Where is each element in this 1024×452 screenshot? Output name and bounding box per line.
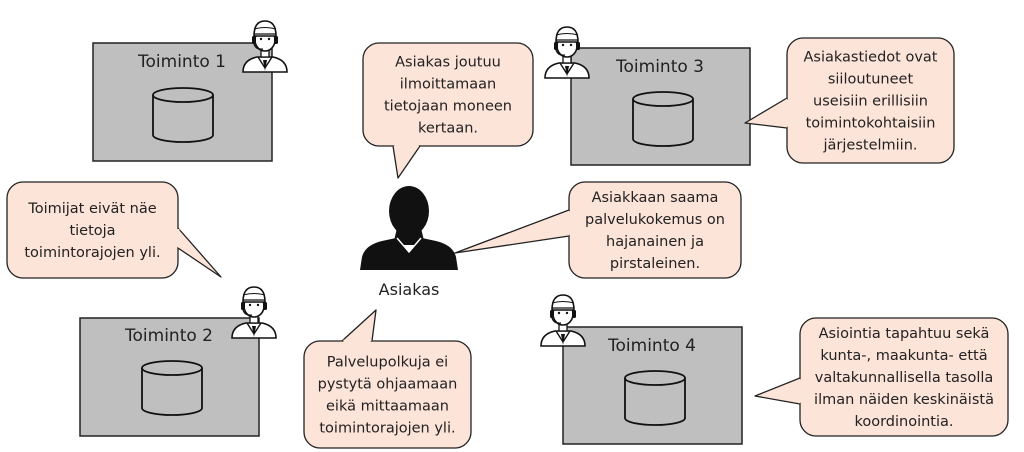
callout-coordination: Asiointia tapahtuu sekä kunta-, maakunta-… xyxy=(754,317,1009,437)
function-box-4: Toiminto 4 xyxy=(562,326,743,445)
callout-text-line: koordinointia. xyxy=(854,414,953,430)
callout-text-line: Asiakastiedot ovat xyxy=(804,50,938,66)
callout-text-line: pirstaleinen. xyxy=(610,256,700,272)
callout-customer-reports: Asiakas joutuu ilmoittamaan tietojaan mone… xyxy=(362,42,534,179)
callout-body xyxy=(362,42,534,147)
customer: Asiakas xyxy=(360,186,458,299)
database-icon xyxy=(152,87,214,143)
callout-staff-visibility: Toimijat eivät näe tietoja toimintorajojen… xyxy=(6,181,222,279)
callout-text-line: Toimijat eivät näe xyxy=(27,201,156,217)
function-box-3: Toiminto 3 xyxy=(570,47,751,166)
callout-text-line: hajanainen ja xyxy=(606,234,704,250)
callout-text-line: järjestelmiin. xyxy=(823,138,918,154)
function-box-label: Toiminto 3 xyxy=(615,57,704,77)
callout-text-line: siiloutuneet xyxy=(828,72,914,88)
callout-text-line: pystytä ohjaamaan xyxy=(318,377,458,393)
database-icon xyxy=(624,370,686,426)
function-box-2: Toiminto 2 xyxy=(79,317,260,437)
function-box-label: Toiminto 4 xyxy=(607,336,696,356)
callout-text-line: palvelukokemus on xyxy=(585,212,725,228)
callout-tail xyxy=(454,209,570,254)
callout-text-line: toimintorajojen yli. xyxy=(319,421,455,437)
function-box-label: Toiminto 1 xyxy=(137,52,226,72)
agent-headset-icon xyxy=(540,294,586,347)
callout-text-line: tietoja xyxy=(69,223,115,239)
callout-text-line: kunta-, maakunta- että xyxy=(820,348,987,364)
person-silhouette-icon xyxy=(360,186,458,270)
callouts: Asiakas joutuu ilmoittamaan tietojaan mone… xyxy=(6,37,1009,449)
callout-text-line: tietojaan moneen xyxy=(384,99,512,115)
agent-headset-icon xyxy=(231,286,277,339)
callout-text-line: Palvelupolkuja ei xyxy=(327,355,448,371)
database-icon xyxy=(141,360,203,416)
callout-text-line: useisiin erillisiin xyxy=(813,94,928,110)
callout-body xyxy=(799,317,1009,437)
callout-experience: Asiakkaan saama palvelukokemus on hajanain… xyxy=(454,181,742,279)
callout-tail xyxy=(341,309,377,342)
callout-body xyxy=(303,340,472,449)
function-box-1: Toiminto 1 xyxy=(92,42,273,162)
callout-tail xyxy=(177,227,222,278)
callout-text-line: Asiakkaan saama xyxy=(592,190,719,206)
callout-tail xyxy=(744,97,788,129)
callout-text-line: kertaan. xyxy=(418,121,478,137)
callout-tail xyxy=(754,377,801,405)
callout-text-line: Asiointia tapahtuu sekä xyxy=(819,326,990,342)
callout-text-line: eikä mittaamaan xyxy=(326,399,449,415)
callout-text-line: toimintokohtaisiin xyxy=(806,116,936,132)
callout-service-paths: Palvelupolkuja ei pystytä ohjaamaan eikä m… xyxy=(303,309,472,449)
function-box-label: Toiminto 2 xyxy=(124,326,213,346)
callout-data-silos: Asiakastiedot ovat siiloutuneet useisiin e… xyxy=(744,37,955,164)
callout-text-line: valtakunnallisella tasolla xyxy=(815,370,994,386)
callout-text-line: Asiakas joutuu xyxy=(395,55,501,71)
callout-text-line: ilman näiden keskinäistä xyxy=(814,392,994,408)
customer-label: Asiakas xyxy=(379,280,440,299)
callout-text-line: toimintorajojen yli. xyxy=(24,245,160,261)
database-icon xyxy=(632,91,694,147)
callout-text-line: ilmoittamaan xyxy=(400,77,496,93)
function-boxes: Toiminto 1 Toiminto 2 Toiminto 3 Toiminto 4 xyxy=(79,42,751,445)
callout-tail xyxy=(392,145,421,179)
